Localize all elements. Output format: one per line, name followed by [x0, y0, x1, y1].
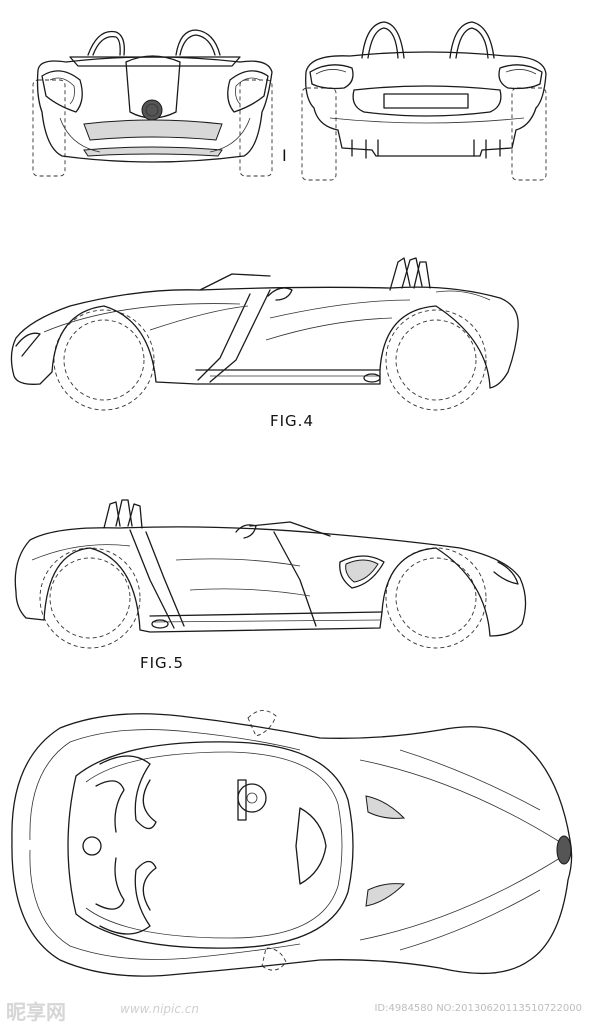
rear-taillight-left [309, 64, 354, 90]
front-grille [83, 119, 223, 141]
fig4-body-outline [10, 286, 519, 389]
top-hood-vent-lower [365, 883, 406, 907]
fig5-body-outline [14, 526, 527, 637]
fig5-mirror [235, 524, 257, 539]
top-rear-badge [82, 836, 102, 856]
fig4-mirror [267, 287, 293, 301]
rear-taillight-right [498, 64, 543, 90]
top-body-outline [11, 713, 573, 977]
front-roll-hoop-left [87, 30, 125, 56]
front-lower-grille [83, 146, 223, 157]
fig5-exhaust [151, 619, 169, 629]
fig4-side-view [10, 257, 519, 411]
front-headlight-left [41, 70, 83, 113]
top-hood-vent-upper [365, 795, 406, 819]
top-dashboard [295, 807, 327, 885]
rear-body-outline [305, 51, 547, 157]
fig5-headlamp [493, 561, 519, 585]
fig4-exhaust [363, 373, 381, 383]
rear-roll-hoop-right [449, 21, 495, 59]
watermark-logo: 昵享网 [6, 1000, 66, 1024]
fig5-side-vent [339, 555, 385, 589]
top-nose-badge [556, 835, 572, 865]
fig4-windshield [199, 273, 271, 291]
rear-roll-hoop-left [361, 21, 405, 59]
fig5-rear-wheel [39, 547, 141, 649]
rear-plate-recess [352, 85, 502, 117]
fig5-front-wheel [385, 547, 487, 649]
front-windshield [69, 56, 241, 67]
fig5-side-view [14, 499, 527, 649]
front-view [32, 29, 273, 177]
fig4-front-wheel [53, 309, 155, 411]
view-number: I [282, 146, 287, 165]
front-nose [125, 55, 181, 119]
top-view [11, 710, 573, 977]
watermark-id: ID:4984580 NO:20130620113510722000 [372, 1003, 584, 1014]
fig5-label: FIG.5 [140, 654, 184, 672]
front-badge [141, 99, 163, 121]
fig4-rear-wheel [385, 309, 487, 411]
top-mirror-lower [261, 947, 287, 971]
watermark-url: www.nipic.cn [120, 1002, 199, 1016]
front-right-wheel-outline [239, 79, 273, 177]
top-seat-left [99, 755, 157, 830]
front-headlight-right [227, 70, 269, 113]
front-roll-hoop-left-inner [92, 35, 121, 56]
front-roll-hoop-right [175, 29, 221, 56]
rear-view [301, 21, 547, 181]
top-steering-wheel [237, 783, 267, 813]
top-cockpit [67, 741, 354, 949]
watermark-bar: 昵享网 www.nipic.cn ID:4984580 NO:201306201… [0, 990, 590, 1024]
fig5-windshield [249, 521, 331, 537]
fig4-label: FIG.4 [270, 412, 314, 430]
fig4-roll-hoop [389, 257, 411, 291]
fig5-roll-hoop [103, 501, 121, 529]
rear-left-wheel-outline [301, 87, 337, 181]
fig5-door-line [129, 529, 175, 629]
rear-right-wheel-outline [511, 87, 547, 181]
top-mirror-upper [247, 710, 277, 737]
fig4-door-line [209, 289, 271, 383]
top-seat-right [99, 860, 157, 935]
front-body-outline [36, 56, 273, 163]
rear-license-plate [383, 93, 469, 109]
front-roll-hoop-right-inner [179, 34, 216, 56]
fig4-headlamp [15, 332, 41, 357]
